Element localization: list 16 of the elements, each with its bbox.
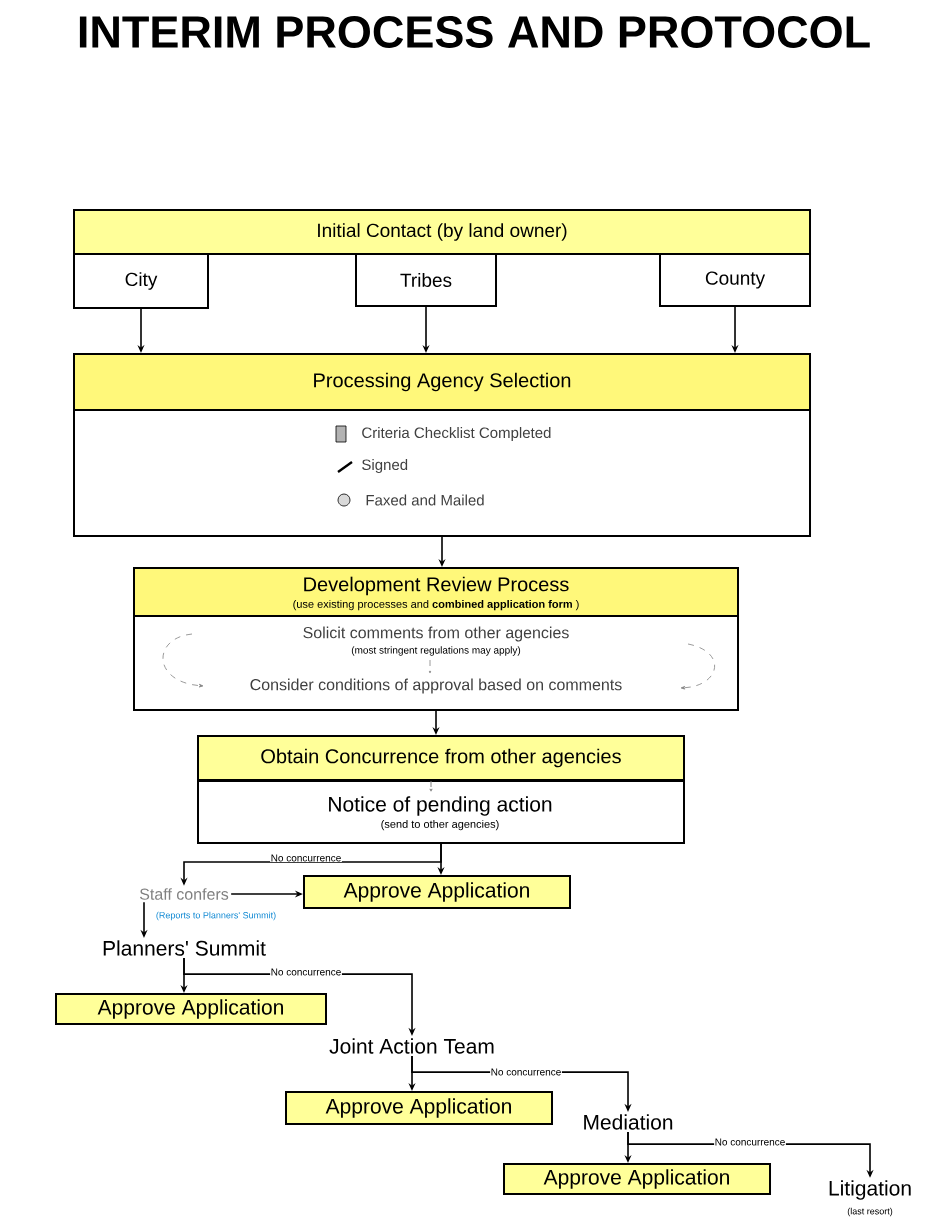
action-box: Approve Application xyxy=(503,1163,771,1195)
header-box: Obtain Concurrence from other agencies xyxy=(197,735,685,781)
process-box: Tribes xyxy=(355,253,497,307)
arrow xyxy=(429,780,433,792)
action-box: Approve Application xyxy=(285,1091,553,1125)
action-box: Approve Application xyxy=(55,993,327,1025)
process-box: County xyxy=(659,253,811,307)
header-box: Initial Contact (by land owner) xyxy=(73,209,811,255)
step-label: Staff confers xyxy=(139,888,229,900)
process-box: City xyxy=(73,253,209,309)
step-label: Joint Action Team xyxy=(329,1038,494,1054)
action-box: Approve Application xyxy=(303,875,571,909)
step-label: Litigation xyxy=(829,1180,911,1200)
step-label: Mediation xyxy=(584,1114,673,1130)
step-label: Planners' Summit xyxy=(103,940,266,956)
title: INTERIM PROCESS AND PROTOCOL xyxy=(79,16,870,48)
